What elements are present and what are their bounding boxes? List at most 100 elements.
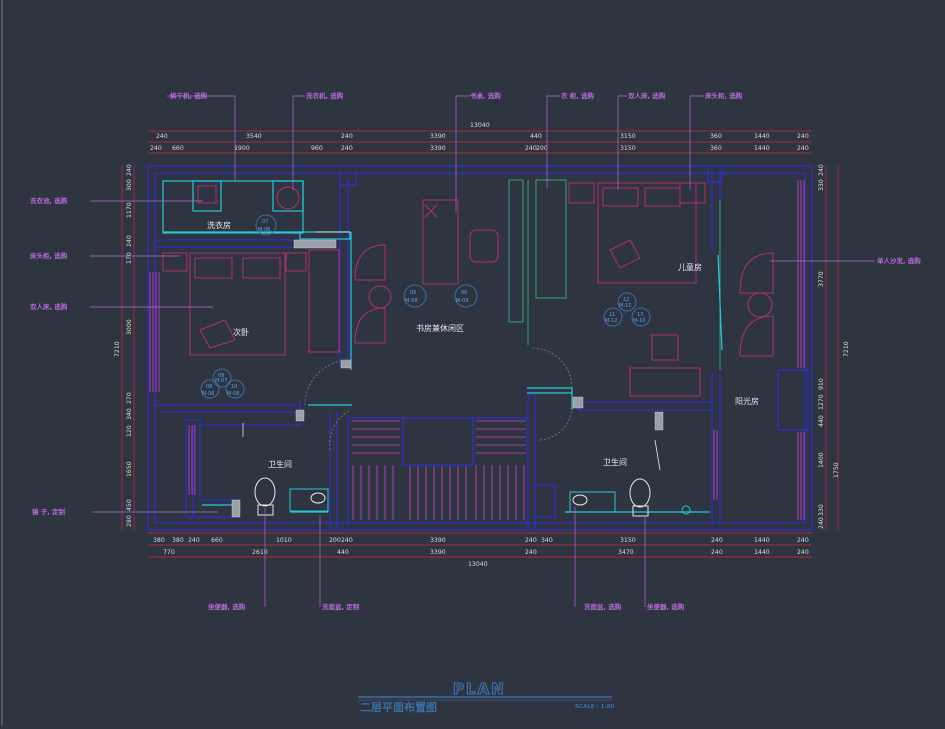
dim-text: 360 <box>710 145 722 152</box>
door-swings <box>242 231 661 471</box>
dim-total-top: 13040 <box>470 122 490 129</box>
furniture <box>162 182 774 517</box>
tag-label: M-10 <box>633 318 645 324</box>
elevation-tags <box>200 214 651 399</box>
dim-text: 2610 <box>252 549 268 556</box>
dim-text: 240 <box>711 537 723 544</box>
plan-scale: SCALE : 1:80 <box>575 704 614 710</box>
tag-label: 08 <box>206 384 212 390</box>
callout-single-sofa: 单人沙发, 选购 <box>877 256 921 265</box>
dim-text: 1440 <box>754 133 770 140</box>
bottom-dimension-row-2: 770 2610 440 3390 240 3470 240 1440 240 … <box>163 549 809 568</box>
dim-text: 3150 <box>620 133 636 140</box>
dim-text: 200 <box>329 537 341 544</box>
callout-toilet-left: 坐便器, 选购 <box>208 602 246 611</box>
dim-text: 240 <box>525 145 537 152</box>
dim-text: 330 <box>818 179 825 191</box>
elevation-tag-labels: 07 M-06 05 06 M-08 M-09 09 08 10 M-06 M-… <box>202 219 645 397</box>
dim-text: 240 <box>341 537 353 544</box>
title-block: PLAN 二层平面布置图 SCALE : 1:80 <box>358 679 614 714</box>
bottom-dimension-row-1: 380 380 240 660 1010 200 240 3390 240 34… <box>153 537 809 544</box>
dim-text: 340 <box>126 408 133 420</box>
dim-text: 1440 <box>754 549 770 556</box>
dim-text: 440 <box>530 133 542 140</box>
dim-text: 240 <box>525 549 537 556</box>
dim-text: 120 <box>126 425 133 437</box>
dim-text: 270 <box>126 392 133 404</box>
dim-text: 240 <box>150 145 162 152</box>
dim-text: 3000 <box>126 319 133 335</box>
dim-text: 330 <box>818 504 825 516</box>
dim-text: 240 <box>797 549 809 556</box>
tag-label: M-09 <box>456 298 468 304</box>
dim-text: 240 <box>818 517 825 529</box>
dim-text: 3770 <box>818 271 825 287</box>
callout-basin-right: 洗面盆, 选购 <box>584 602 622 611</box>
door-hatch-blocks <box>231 239 664 518</box>
tag-label: 13 <box>637 312 643 318</box>
dim-text: 3390 <box>430 537 446 544</box>
dim-total-left: 7210 <box>114 341 121 357</box>
plan-title: PLAN <box>453 680 506 698</box>
dim-text: 1440 <box>754 145 770 152</box>
plan-title-cn: 二层平面布置图 <box>360 700 437 714</box>
cyan-fixtures <box>162 180 723 513</box>
dim-text: 3540 <box>246 133 262 140</box>
callout-double-bed-left: 双人床, 选购 <box>30 302 68 311</box>
dim-text: 1440 <box>754 537 770 544</box>
room-label-bath-right: 卫生间 <box>603 457 627 467</box>
tag-label: 07 <box>262 219 268 225</box>
dim-text: 660 <box>211 537 223 544</box>
dim-text: 240 <box>525 537 537 544</box>
dim-text: 3390 <box>430 133 446 140</box>
tag-label: 09 <box>218 373 224 379</box>
dimension-lines <box>121 130 839 558</box>
dim-text: 3150 <box>620 537 636 544</box>
dim-text: 380 <box>172 537 184 544</box>
dim-text: 240 <box>126 235 133 247</box>
double-bed-kids <box>597 182 697 284</box>
tag-label: 11 <box>609 312 615 318</box>
dim-text: 3470 <box>618 549 634 556</box>
dim-text: 240 <box>188 537 200 544</box>
dim-text: 450 <box>126 499 133 511</box>
glass-partitions <box>508 179 721 370</box>
dim-text: 660 <box>172 145 184 152</box>
callout-washer: 洗衣机, 选购 <box>306 91 344 100</box>
dim-text: 240 <box>818 164 825 176</box>
room-label-laundry: 洗衣房 <box>207 220 231 230</box>
tag-label: M-08 <box>405 298 417 304</box>
callout-wardrobe: 衣 柜, 选购 <box>561 91 594 100</box>
dim-text: 360 <box>710 133 722 140</box>
dim-text: 240 <box>797 537 809 544</box>
callout-basin-left: 洗面盆, 定制 <box>322 602 360 611</box>
dim-total-right: 7210 <box>843 341 850 357</box>
dim-text: 1900 <box>234 145 250 152</box>
tag-label: 06 <box>461 290 467 296</box>
room-label-kids: 儿童房 <box>678 262 702 272</box>
callout-laundry-sink: 洗衣池, 选购 <box>30 196 68 205</box>
tag-label: M-12 <box>605 318 617 324</box>
tag-label: M-08 <box>227 391 239 397</box>
dim-text: 1400 <box>818 452 825 468</box>
callout-toilet-right: 坐便器, 选购 <box>647 602 685 611</box>
dim-text: 240 <box>126 164 133 176</box>
dim-text: 240 <box>711 549 723 556</box>
room-label-bath-left: 卫生间 <box>268 459 292 469</box>
right-dimension-column: 240 330 3770 910 1270 440 1400 1750 330 … <box>818 164 850 529</box>
dim-text: 170 <box>126 252 133 264</box>
callout-leaders <box>90 95 875 607</box>
dim-total-bottom: 13040 <box>468 561 488 568</box>
left-dimension-column: 240 300 1170 240 170 3000 270 340 120 16… <box>114 164 133 527</box>
tag-label: M-06 <box>258 227 270 233</box>
dim-text: 770 <box>163 549 175 556</box>
dim-text: 910 <box>818 378 825 390</box>
tag-label: 05 <box>410 290 416 296</box>
room-label-bedroom: 次卧 <box>233 327 249 337</box>
dim-text: 240 <box>797 145 809 152</box>
dim-text: 240 <box>341 133 353 140</box>
top-dimension-row-1: 240 3540 240 3390 440 3150 360 1440 240 … <box>156 122 809 140</box>
dim-text: 1010 <box>276 537 292 544</box>
dim-text: 3150 <box>620 145 636 152</box>
